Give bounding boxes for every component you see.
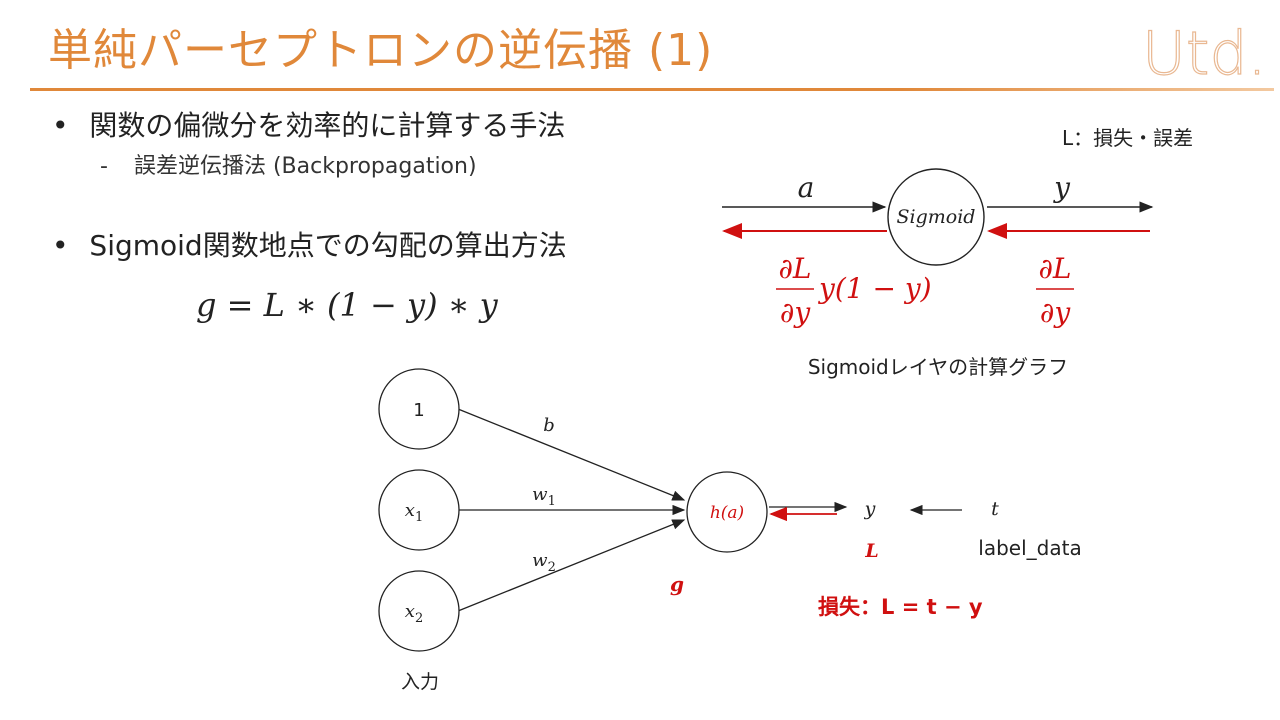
gradient-formula: g = L ∗ (1 − y) ∗ y: [196, 286, 498, 324]
label-data-text: label_data: [978, 536, 1081, 560]
sigmoid-input-label: a: [798, 171, 815, 204]
edge-bias-to-h: [457, 408, 686, 501]
bullet-2-text: Sigmoid関数地点での勾配の算出方法: [89, 229, 567, 262]
grad-g-label: g: [670, 572, 684, 596]
bullet-1-text: 関数の偏微分を効率的に計算する手法: [89, 109, 566, 142]
sigmoid-node: [887, 168, 985, 266]
bullet-2: Sigmoid関数地点での勾配の算出方法: [52, 224, 567, 264]
grad-right-numerator: ∂L: [1038, 252, 1071, 285]
logo-text: Utd.: [1142, 19, 1260, 82]
sigmoid-output-label: y: [1052, 171, 1071, 204]
grad-left-denominator: ∂y: [780, 296, 811, 329]
target-t-label: t: [991, 498, 999, 520]
node-bias: [378, 368, 460, 450]
bullet-1-sub: -誤差逆伝播法 (Backpropagation): [100, 154, 477, 179]
bullet-1-sub-text: 誤差逆伝播法 (Backpropagation): [133, 154, 477, 179]
node-x1: [378, 469, 460, 551]
node-x2-label: x2: [405, 601, 423, 626]
node-h-label: h(a): [710, 503, 744, 523]
edge-x2-to-h: [457, 519, 686, 612]
grad-right-denominator: ∂y: [1040, 296, 1071, 329]
weight-w1-label: w1: [532, 484, 556, 509]
loss-definition: 損失：L = t − y: [818, 595, 983, 619]
title-underline: [30, 88, 1274, 91]
logo: Utd.: [1141, 18, 1260, 82]
bullet-1: 関数の偏微分を効率的に計算する手法: [52, 104, 565, 144]
loss-legend: L：損失・誤差: [1062, 126, 1193, 150]
weight-b-label: b: [543, 415, 555, 436]
grad-left-factor: y(1 − y): [817, 272, 932, 305]
node-h: [686, 471, 768, 553]
weight-w2-label: w2: [532, 550, 556, 575]
output-y-label: y: [864, 498, 876, 520]
sigmoid-node-label: Sigmoid: [897, 206, 976, 228]
node-x1-label: x1: [405, 500, 423, 525]
slide-title: 単純パーセプトロンの逆伝播 (1): [48, 25, 714, 76]
loss-L-label: L: [864, 540, 878, 562]
node-bias-label: 1: [413, 400, 424, 421]
input-caption: 入力: [401, 671, 439, 693]
sigmoid-graph-caption: Sigmoidレイヤの計算グラフ: [808, 355, 1068, 379]
grad-left-numerator: ∂L: [778, 252, 811, 285]
node-x2: [378, 570, 460, 652]
